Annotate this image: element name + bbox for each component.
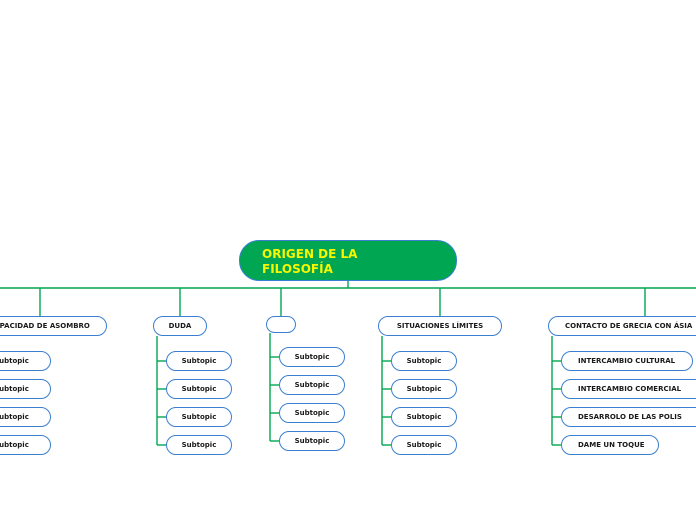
topic-contacto-de-grecia-con-asia[interactable]: CONTACTO DE GRECIA CON ÁSIA [548, 316, 696, 336]
subtopic-dame-un-toque[interactable]: DAME UN TOQUE [561, 435, 659, 455]
subtopic-label: Subtopic [294, 353, 330, 361]
subtopic-node[interactable]: Subtopic [0, 407, 51, 427]
topic-duda[interactable]: DUDA [153, 316, 207, 336]
subtopic-label: Subtopic [0, 385, 29, 393]
subtopic-label: Subtopic [406, 357, 442, 365]
subtopic-intercambio-comercial[interactable]: INTERCAMBIO COMERCIAL [561, 379, 696, 399]
subtopic-label: Subtopic [294, 409, 330, 417]
subtopic-node[interactable]: Subtopic [166, 351, 232, 371]
subtopic-label: Subtopic [181, 385, 217, 393]
subtopic-node[interactable]: Subtopic [0, 379, 51, 399]
subtopic-node[interactable]: Subtopic [391, 407, 457, 427]
topic-capacidad-de-asombro[interactable]: CAPACIDAD DE ASOMBRO [0, 316, 107, 336]
subtopic-node[interactable]: Subtopic [166, 435, 232, 455]
subtopic-label: Subtopic [406, 441, 442, 449]
subtopic-node[interactable]: Subtopic [279, 347, 345, 367]
subtopic-label: Subtopic [0, 357, 29, 365]
subtopic-label: Subtopic [181, 357, 217, 365]
topic-label: DUDA [168, 322, 192, 330]
subtopic-node[interactable]: Subtopic [0, 351, 51, 371]
subtopic-desarrolo-de-las-polis[interactable]: DESARROLO DE LAS POLIS [561, 407, 696, 427]
subtopic-label: Subtopic [406, 385, 442, 393]
subtopic-label: INTERCAMBIO CULTURAL [578, 357, 676, 365]
subtopic-label: Subtopic [181, 413, 217, 421]
subtopic-node[interactable]: Subtopic [166, 407, 232, 427]
subtopic-label: INTERCAMBIO COMERCIAL [578, 385, 682, 393]
subtopic-label: Subtopic [294, 381, 330, 389]
subtopic-node[interactable]: Subtopic [279, 431, 345, 451]
subtopic-node[interactable]: Subtopic [279, 403, 345, 423]
subtopic-label: DAME UN TOQUE [578, 441, 645, 449]
subtopic-label: Subtopic [0, 441, 29, 449]
root-topic[interactable]: ORIGEN DE LA FILOSOFÍA [239, 240, 457, 281]
subtopic-node[interactable]: Subtopic [391, 435, 457, 455]
subtopic-node[interactable]: Subtopic [166, 379, 232, 399]
subtopic-label: Subtopic [406, 413, 442, 421]
subtopic-label: Subtopic [294, 437, 330, 445]
subtopic-node[interactable]: Subtopic [0, 435, 51, 455]
subtopic-node[interactable]: Subtopic [391, 351, 457, 371]
topic-label: CAPACIDAD DE ASOMBRO [0, 322, 90, 330]
subtopic-label: DESARROLO DE LAS POLIS [578, 413, 682, 421]
topic-situaciones-limites[interactable]: SITUACIONES LÍMITES [378, 316, 502, 336]
subtopic-label: Subtopic [181, 441, 217, 449]
subtopic-label: Subtopic [0, 413, 29, 421]
topic-label: SITUACIONES LÍMITES [396, 322, 484, 330]
subtopic-intercambio-cultural[interactable]: INTERCAMBIO CULTURAL [561, 351, 693, 371]
subtopic-node[interactable]: Subtopic [391, 379, 457, 399]
topic-label: CONTACTO DE GRECIA CON ÁSIA [565, 322, 693, 330]
subtopic-node[interactable]: Subtopic [279, 375, 345, 395]
topic-empty[interactable] [266, 316, 296, 333]
root-topic-label: ORIGEN DE LA FILOSOFÍA [262, 247, 358, 276]
